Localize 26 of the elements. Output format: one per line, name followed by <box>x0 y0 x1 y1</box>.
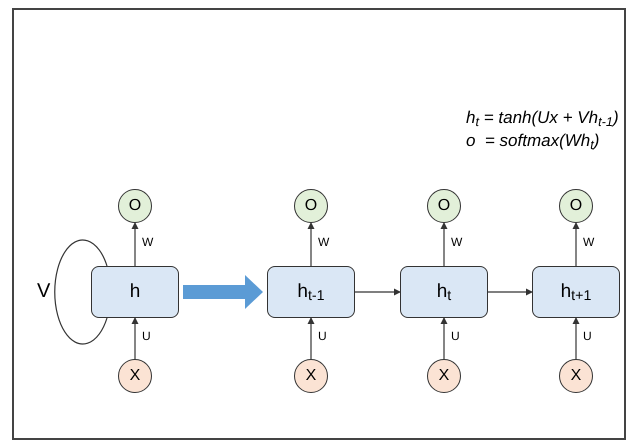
edge-label: W <box>451 236 462 248</box>
hidden-state-box: h$_{t-1}$ <box>267 266 355 318</box>
arrow <box>355 288 401 296</box>
arrow <box>440 317 448 359</box>
hidden-state-box: h <box>91 266 179 318</box>
formula-text: h$_{t}$ = tanh(Ux + Vh$_{t-1}$) <box>466 108 619 128</box>
loop-connector <box>54 240 108 344</box>
edge-label: W <box>583 236 594 248</box>
arrow <box>572 317 580 359</box>
formula-text: o = softmax(Wh$_{t}$) <box>466 131 600 151</box>
arrow <box>440 222 448 266</box>
hidden-state-box: h$_{t}$ <box>400 266 488 318</box>
edge-label: U <box>451 330 460 342</box>
arrow <box>572 222 580 266</box>
block-arrow <box>183 275 263 309</box>
edge-label: U <box>583 330 592 342</box>
edge-label: U <box>142 330 151 342</box>
hidden-state-box: h$_{t+1}$ <box>532 266 620 318</box>
edge-label: W <box>142 236 154 248</box>
arrow <box>488 288 533 296</box>
arrow <box>132 317 138 359</box>
arrow <box>132 222 138 266</box>
arrow <box>308 317 314 359</box>
arrow <box>308 222 314 266</box>
edge-label: W <box>318 236 330 248</box>
edge-label: U <box>318 330 327 342</box>
